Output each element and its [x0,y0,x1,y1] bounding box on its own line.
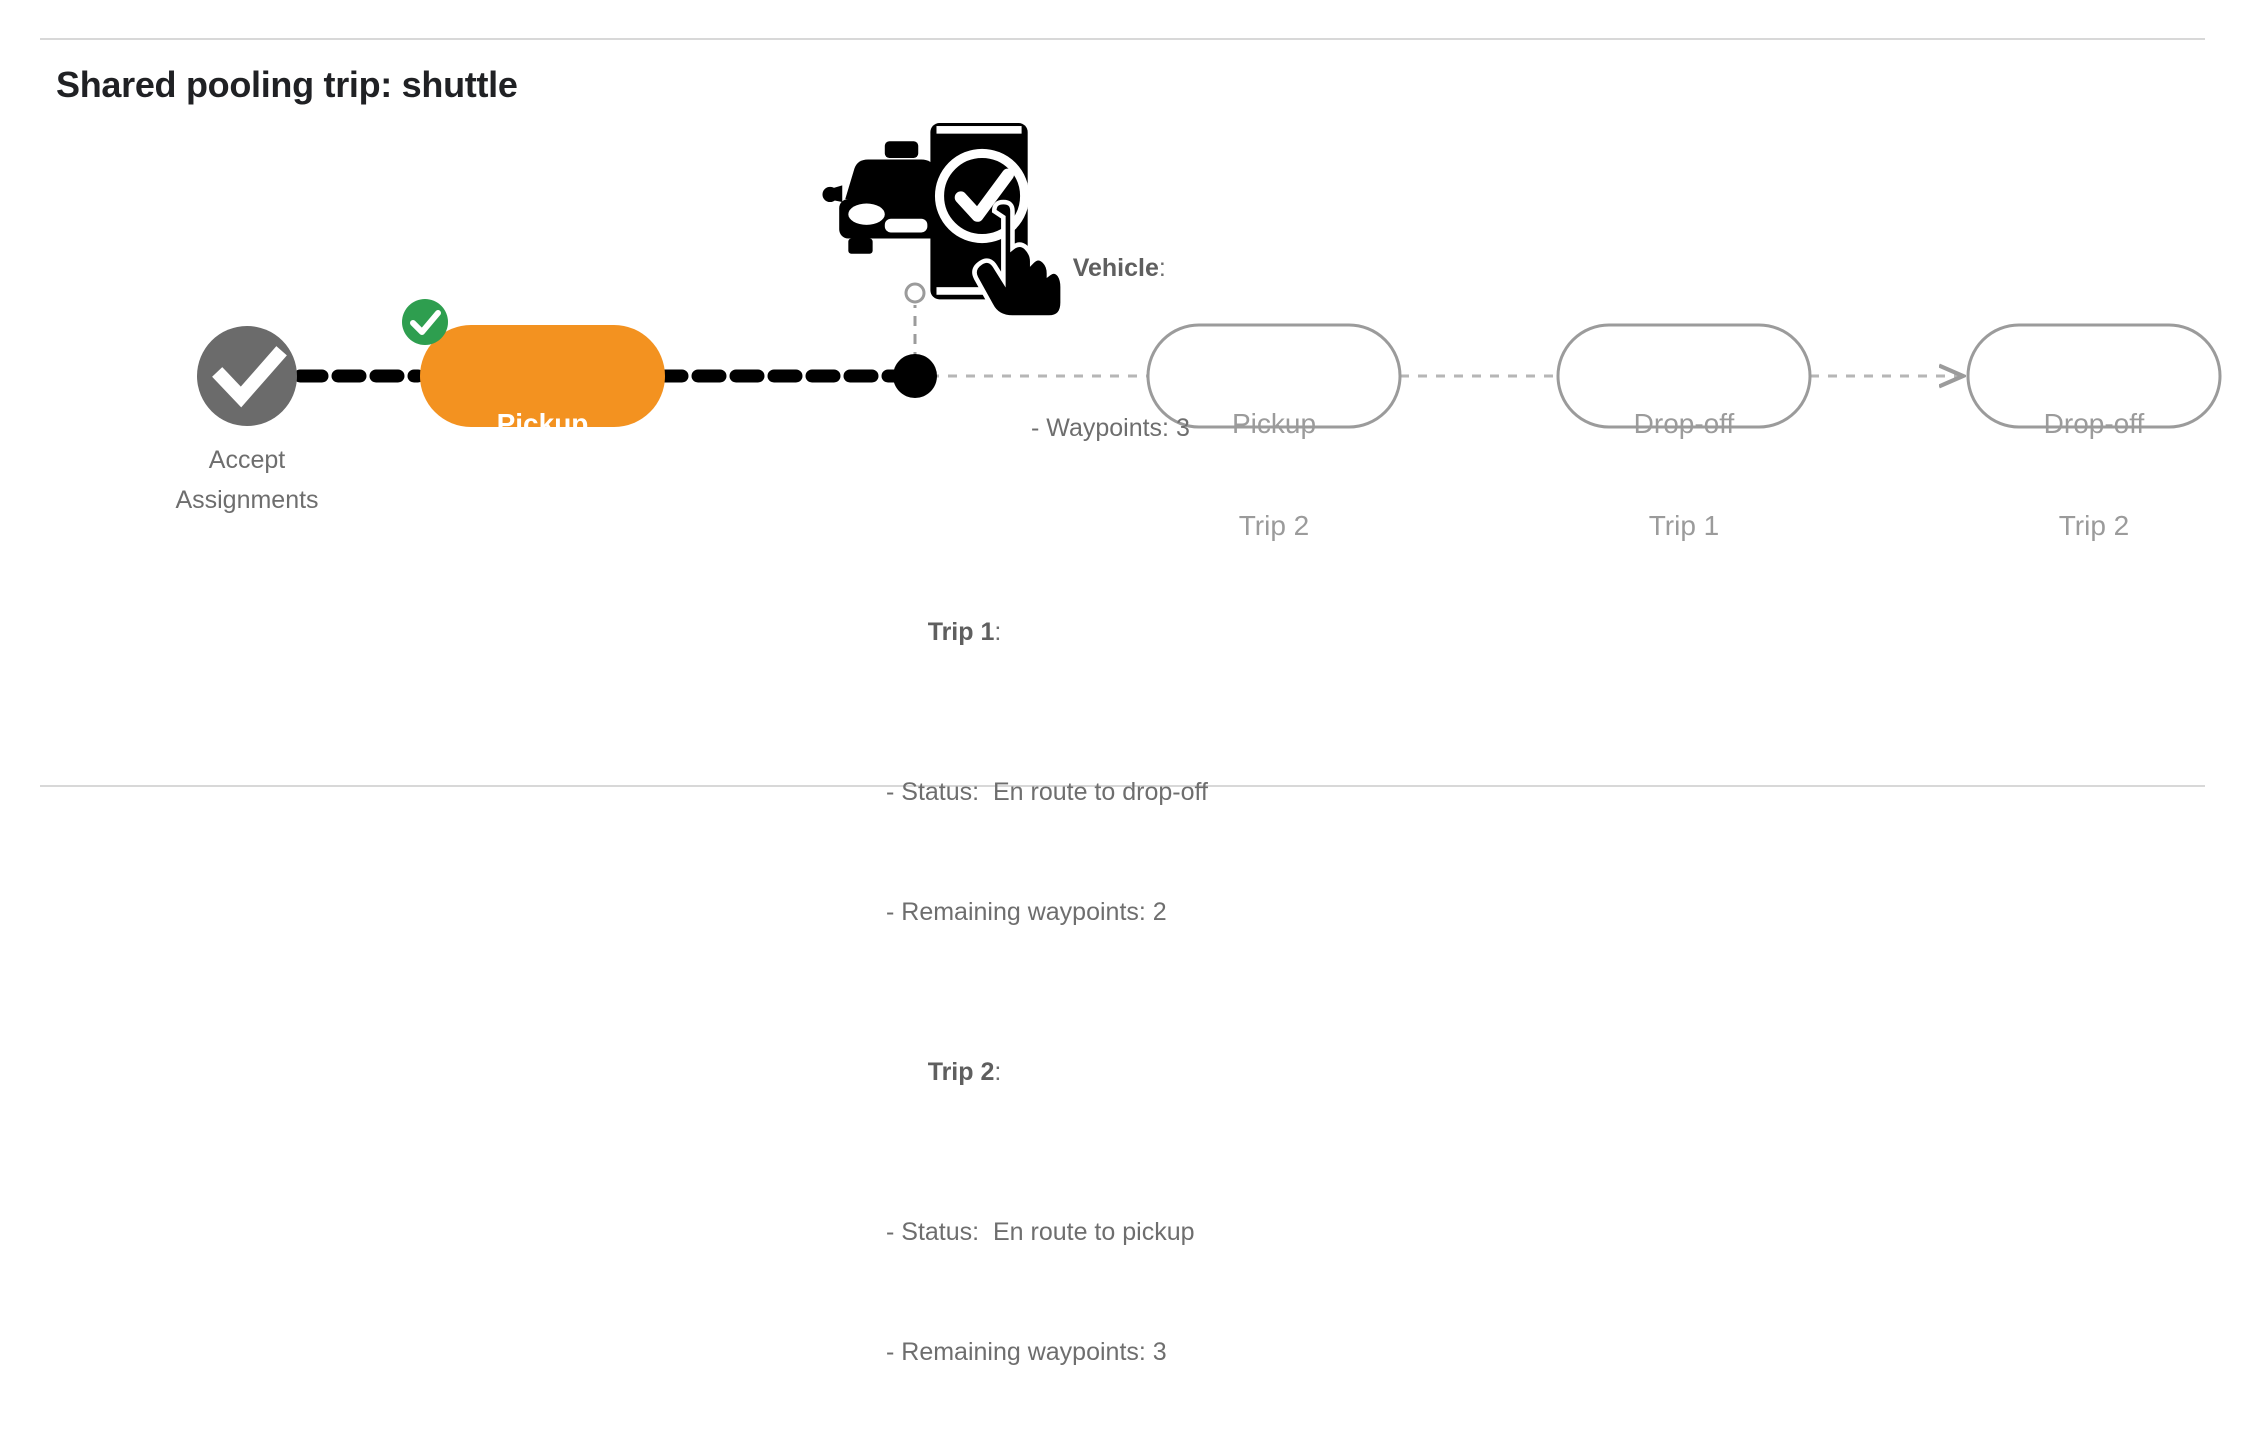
pickup-trip-1-pill [420,325,665,427]
node-pickup-trip-2[interactable] [1146,323,1402,429]
trip-1-waypoints-line: - Remaining waypoints: 2 [886,898,1167,926]
divider-top [40,38,2205,40]
check-badge-icon [402,299,448,345]
vehicle-info-header-colon: : [1158,254,1166,282]
check-glyph-icon [212,346,287,408]
pickup-trip-2-pill [1146,323,1402,429]
trip-2-status-line: - Status: En route to pickup [886,1218,1195,1246]
trip-2-header-text: Trip 2 [927,1058,995,1086]
page-title: Shared pooling trip: shuttle [56,64,518,105]
vehicle-info-line: - Waypoints: 3 [1031,414,1190,442]
vehicle-position-marker[interactable] [893,282,937,398]
divider-bottom [40,785,2205,787]
trip-1-header: Trip 1: [886,572,1208,692]
vehicle-marker-dot-icon [893,354,937,398]
node-accept-assignments[interactable] [197,326,297,426]
node-dropoff-trip-2[interactable] [1966,323,2222,429]
trip-1-header-text: Trip 1 [927,618,995,646]
diagram-canvas: Shared pooling trip: shuttle [40,38,2222,1366]
vehicle-phone-check-icon [822,123,1065,320]
trip-2-header: Trip 2: [886,1012,1208,1132]
node-pickup-trip-1[interactable] [402,299,665,427]
vehicle-info-header-text: Vehicle [1072,254,1159,282]
flow-diagram-svg [197,123,2222,429]
trips-info-block: Trip 1: - Status: En route to drop-off -… [886,492,1208,1452]
node-dropoff-trip-1[interactable] [1556,323,1812,429]
accept-assignments-caption: Accept Assignments [175,446,319,514]
trip-1-header-colon: : [994,618,1002,646]
vehicle-info-header: Vehicle: [1031,208,1190,328]
dropoff-trip-2-pill [1966,323,2222,429]
check-circle-icon [197,326,297,426]
trip-2-waypoints-line: - Remaining waypoints: 3 [886,1338,1167,1366]
trip-1-status-line: - Status: En route to drop-off [886,778,1208,806]
vehicle-marker-ring-icon [904,282,926,304]
vehicle-info-block: Vehicle: - Waypoints: 3 [1031,128,1190,528]
trip-2-header-colon: : [994,1058,1002,1086]
dropoff-trip-1-pill [1556,323,1812,429]
